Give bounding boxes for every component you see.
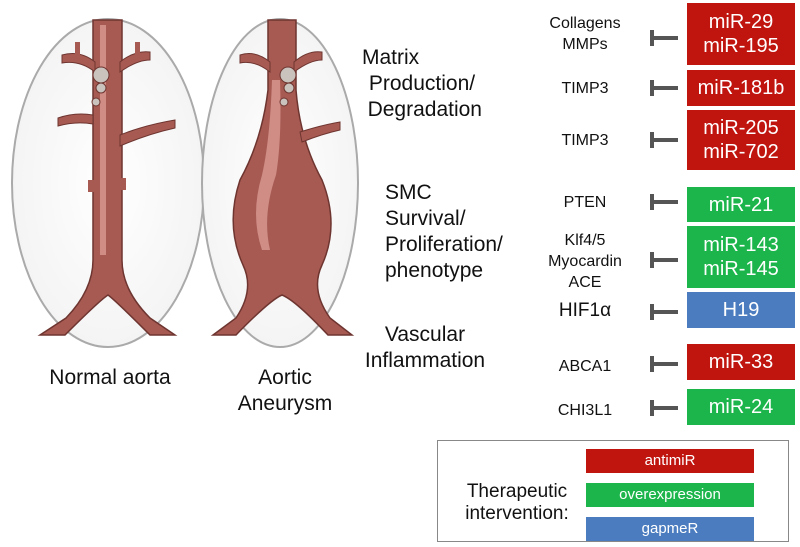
mirna-box-5: H19 — [687, 292, 795, 328]
inhibition-symbol — [650, 132, 678, 148]
category-vascular: Vascular Inflammation — [364, 323, 486, 372]
legend-box: Therapeutic intervention: antimiR overex… — [437, 440, 789, 542]
target-row-5: HIF1α — [558, 300, 612, 321]
legend-title: Therapeutic intervention: — [465, 481, 569, 524]
mirna-box-7: miR-24 — [687, 389, 795, 425]
aorta-illustration — [11, 18, 359, 348]
inhibition-symbol — [650, 194, 678, 210]
legend-overexpression: overexpression — [586, 483, 754, 507]
inhibition-symbol — [650, 80, 678, 96]
aneurysm-caption: Aortic Aneurysm — [237, 366, 333, 415]
target-row-6: ABCA1 — [558, 358, 612, 375]
mirna-box-6: miR-33 — [687, 344, 795, 380]
mirna-box-1: miR-181b — [687, 70, 795, 106]
target-row-2: TIMP3 — [561, 132, 609, 149]
normal-aorta-figure — [11, 18, 205, 348]
target-row-3: PTEN — [563, 194, 607, 211]
target-row-7: CHI3L1 — [557, 402, 613, 419]
inhibition-symbol — [650, 400, 678, 416]
category-matrix: Matrix Production/ Degradation — [362, 46, 482, 121]
legend-antimir: antimiR — [586, 449, 754, 473]
inhibition-symbol — [650, 30, 678, 46]
mirna-box-3: miR-21 — [687, 187, 795, 222]
target-row-1: TIMP3 — [561, 80, 609, 97]
aneurysm-aorta-figure — [201, 18, 359, 348]
inhibition-symbol — [650, 356, 678, 372]
category-smc: SMC Survival/ Proliferation/ phenotype — [385, 181, 503, 282]
legend-gapmer: gapmeR — [586, 517, 754, 541]
inhibition-symbol — [650, 304, 678, 320]
normal-aorta-caption: Normal aorta — [49, 366, 171, 389]
inhibition-symbol — [650, 252, 678, 268]
